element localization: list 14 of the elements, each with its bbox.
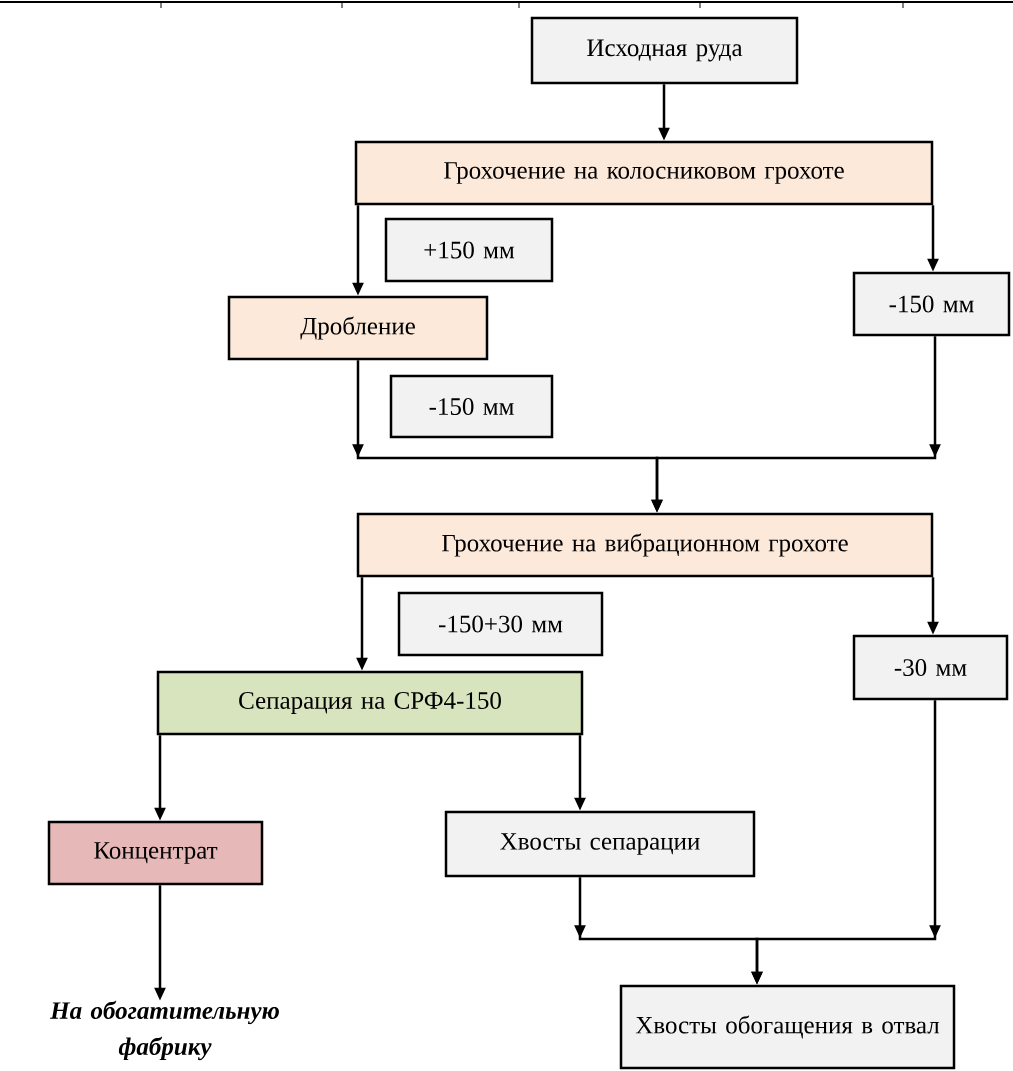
process-box: Грохочение на вибрационном грохоте [356, 512, 934, 578]
destination-text: На обогатительную фабрику [50, 1000, 279, 1061]
process-box: Исходная руда [530, 16, 799, 85]
process-box: Грохочение на колосниковом грохоте [354, 140, 934, 206]
product-box: Концентрат [47, 820, 264, 886]
size-box: -30 мм [852, 634, 1009, 701]
product-box: Хвосты обогащения в отвал [619, 984, 956, 1070]
size-box: +150 мм [384, 217, 554, 283]
size-box: -150+30 мм [397, 591, 604, 657]
size-box: -150 мм [389, 374, 554, 439]
product-box: Хвосты сепарации [444, 810, 756, 878]
process-box: Сепарация на СРФ4-150 [156, 670, 584, 736]
process-box: Дробление [227, 295, 489, 361]
size-box: -150 мм [852, 271, 1011, 337]
